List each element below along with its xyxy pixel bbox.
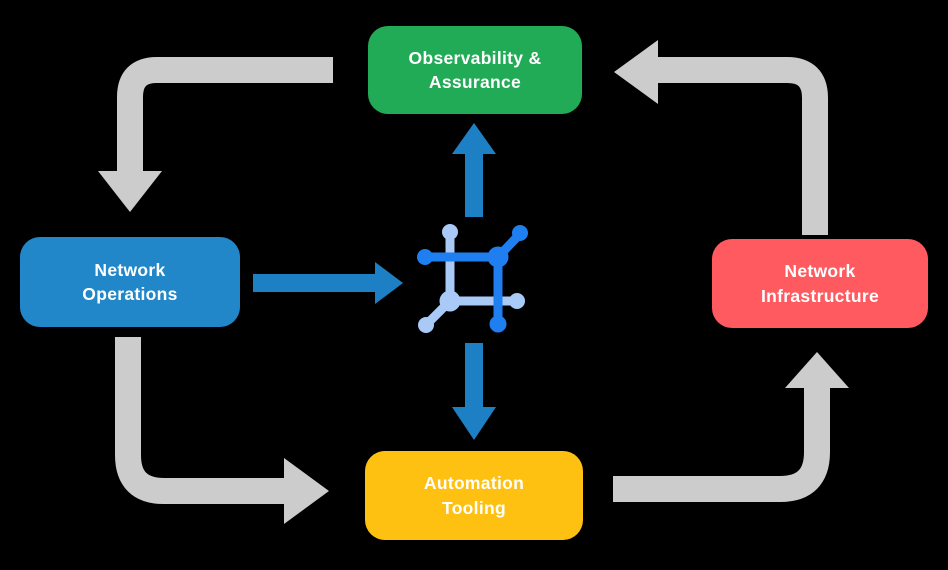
node-infrastructure-label: Network Infrastructure: [761, 261, 879, 306]
arrow-infrastructure-to-observability: [614, 40, 828, 235]
network-icon-dark-branches: [417, 225, 528, 333]
node-network-infrastructure: Network Infrastructure: [712, 239, 928, 328]
arrow-operations-to-center: [253, 262, 403, 304]
network-icon-light-branches: [418, 224, 525, 333]
network-nodes-icon: [417, 224, 528, 333]
node-network-operations: Network Operations: [20, 237, 240, 327]
arrow-center-to-tooling: [452, 343, 496, 440]
arrow-center-to-observability: [452, 123, 496, 217]
node-operations-label: Network Operations: [82, 259, 178, 305]
node-observability-label: Observability & Assurance: [408, 47, 542, 93]
node-automation-tooling: Automation Tooling: [365, 451, 583, 540]
arrow-operations-to-tooling: [115, 337, 329, 524]
arrow-observability-to-operations: [98, 57, 333, 212]
arrow-tooling-to-infrastructure: [613, 352, 849, 502]
node-observability-assurance: Observability & Assurance: [368, 26, 582, 114]
node-tooling-label: Automation Tooling: [423, 473, 525, 518]
